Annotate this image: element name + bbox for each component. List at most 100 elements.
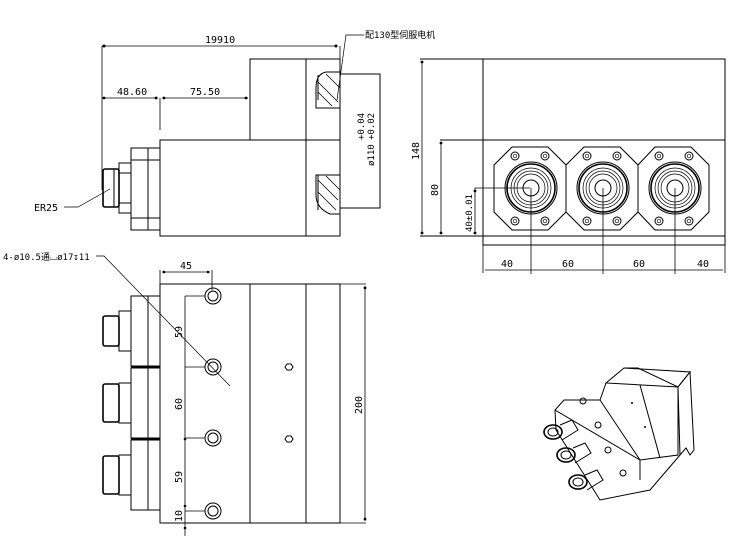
hole-note-leader [96,255,231,387]
bolt-hole [654,151,664,161]
hatch [317,91,333,107]
spindle-flange [493,146,567,231]
dim-overall-length: 19910 [205,35,235,46]
bolt-hole [540,151,550,161]
bolt-hole-inner [512,218,518,224]
collet-face [543,424,563,440]
dim-spindle-height: 40±0.01 [465,194,475,232]
collet-body [572,442,592,464]
dim-arrow [162,270,166,274]
dim-body-offset: 75.50 [190,87,220,98]
counterbore [204,429,222,447]
dim-arrow [183,437,187,441]
dim-arrow [102,44,106,48]
bolt-hole-inner [614,153,620,159]
plan-view: 45 59 60 59 10 200 4-ø10.5通⌴ø17↧11 [3,252,367,536]
collet-face [556,447,576,463]
bore-tol-upper: +0.04 [357,113,367,140]
iso-bolt [579,397,587,405]
dim-hole-offset: 45 [180,261,192,272]
dim-arrow [154,96,158,100]
dim-arrow [244,96,248,100]
dim-arrow [420,231,424,235]
spindle-flange [565,146,639,231]
iso-bolt [619,469,627,477]
spindle-unit-2 [565,146,639,231]
front-view: 148 80 40±0.01 [411,58,726,274]
dim-arrow [439,231,443,235]
dim-arrow [420,60,424,64]
dim-overall-width: 200 [354,396,365,414]
bolt-hole-inner [584,218,590,224]
motor-spigot [339,73,381,209]
dim-hole-edge: 10 [174,510,185,522]
bore-section-bottom [315,174,340,215]
iso-collet-2 [556,442,592,464]
dim-height-total: 148 [411,142,422,160]
bolt-hole-inner [614,218,620,224]
counterbore [204,502,222,520]
iso-edge [599,399,641,461]
iso-edge [624,367,679,388]
iso-view [543,367,695,501]
hole-note: 4-ø10.5通⌴ø17↧11 [3,252,90,263]
dim-spacing-4: 40 [697,259,709,270]
collet-body [102,455,120,495]
collet-leader [64,188,111,208]
through-hole [207,290,219,302]
iso-top-face [604,367,691,388]
dim-line-spindle [474,187,530,234]
through-hole [207,505,219,517]
collet-nut [118,162,132,214]
bolt-hole-inner [686,218,692,224]
hatch [317,81,339,103]
collet-flange [130,439,161,511]
collet-nut [118,454,132,496]
bore-tol-lower: +0.02 [367,113,377,140]
hatch [317,179,339,201]
dim-arrow [363,286,367,290]
mount-hole-3 [204,429,222,447]
bore-section-top [315,71,340,109]
collet-body [102,315,120,347]
mount-hole-4 [204,502,222,520]
collet-body [102,383,120,423]
bolt-hole [582,151,592,161]
bolt-hole-inner [686,153,692,159]
iso-edge [639,384,661,459]
bolt-hole [612,216,622,226]
upper-block-outline [249,58,341,140]
plan-collet-2 [102,367,161,439]
collet-body [584,469,604,491]
dim-arrow [334,44,338,48]
bolt-hole [540,216,550,226]
collet-nut [118,382,132,424]
bolt-hole-inner [542,218,548,224]
pin-hole [284,435,294,443]
collet-flange [130,367,161,439]
dim-hole-pitch-bottom: 59 [174,471,185,483]
collet-flange [130,295,161,367]
bolt-hole [654,216,664,226]
pin-hole [284,363,294,371]
dim-arrow [206,270,210,274]
dim-arrow [183,526,187,530]
dim-arrow [162,96,166,100]
collet-bore [572,477,584,487]
collet-face [568,474,588,490]
bore-diameter: ø110 [367,144,377,166]
dim-height-flange: 80 [430,184,441,196]
main-body [159,139,341,237]
bolt-hole-inner [512,153,518,159]
counterbore [204,287,222,305]
collet-bore [547,427,559,437]
dim-arrow [363,517,367,521]
dim-spacing-2: 60 [562,259,574,270]
dim-collet-offset: 48.60 [117,87,147,98]
dim-arrow [439,141,443,145]
iso-bolt [594,421,602,429]
bolt-hole-inner [656,218,662,224]
bolt-hole [510,151,520,161]
dim-spacing-1: 40 [501,259,513,270]
